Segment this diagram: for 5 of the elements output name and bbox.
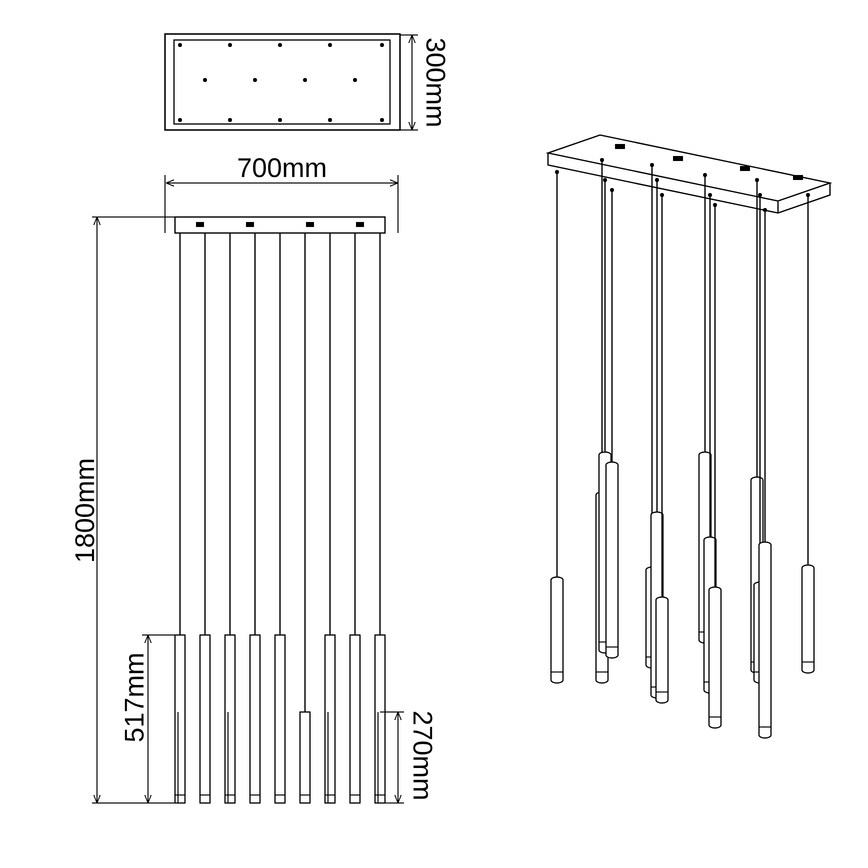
dimension-label: 270mm — [408, 710, 436, 800]
dimension-label: 700mm — [237, 154, 328, 182]
dimension-label: 1800mm — [72, 457, 99, 563]
dimension-label: 517mm — [122, 652, 149, 742]
dimension-label: 300mm — [422, 36, 449, 128]
